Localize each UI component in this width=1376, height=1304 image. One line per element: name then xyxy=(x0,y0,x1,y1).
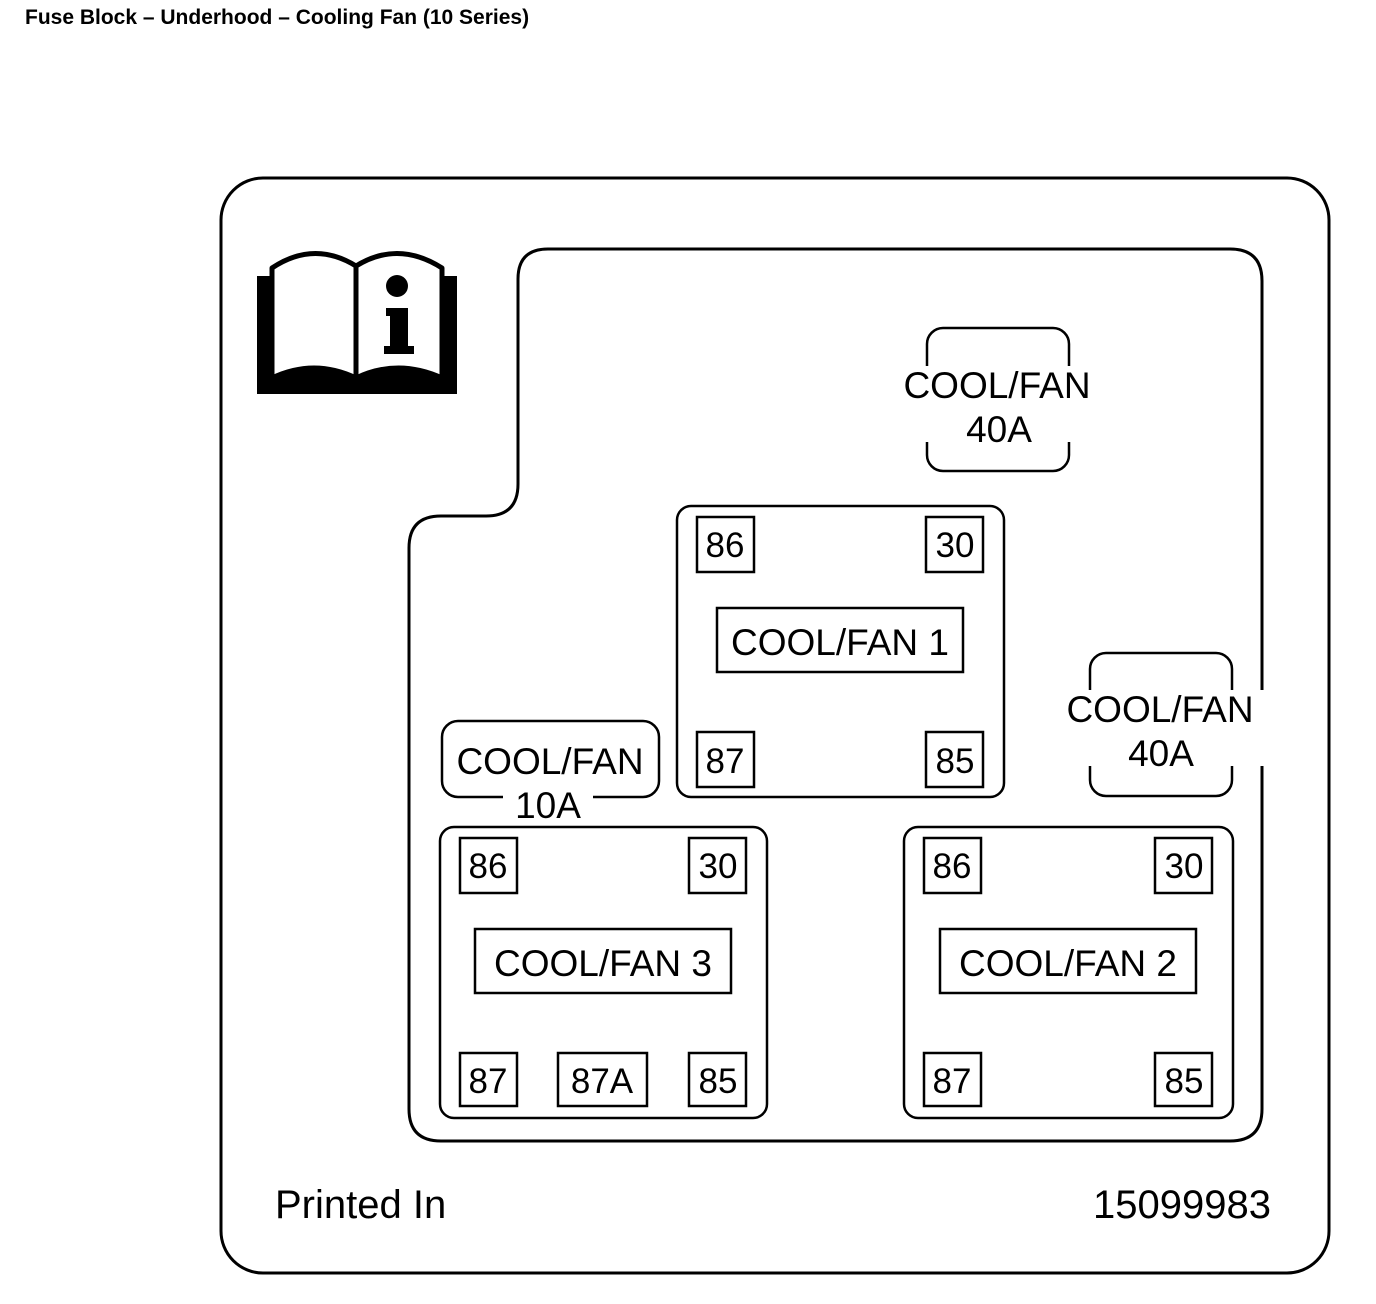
relay-terminal: 86 xyxy=(469,847,508,886)
relay-terminal: 85 xyxy=(1165,1062,1204,1101)
fuse-cool-fan-40a-right: COOL/FAN 40A xyxy=(1056,651,1264,798)
relay-cool-fan-2: 86 30 COOL/FAN 2 87 85 xyxy=(902,825,1235,1120)
relay-terminal: 87 xyxy=(706,742,745,781)
label-outer-border xyxy=(219,176,1331,1275)
fuse-rating: 40A xyxy=(966,409,1032,450)
relay-label: COOL/FAN 1 xyxy=(731,622,949,663)
relay-label: COOL/FAN 2 xyxy=(959,943,1177,984)
relay-terminal: 30 xyxy=(936,526,975,565)
relay-label: COOL/FAN 3 xyxy=(494,943,712,984)
relay-cool-fan-1: 86 30 COOL/FAN 1 87 85 xyxy=(675,504,1006,799)
relay-terminal: 85 xyxy=(936,742,975,781)
relay-terminal: 87 xyxy=(933,1062,972,1101)
relay-terminal: 30 xyxy=(1165,847,1204,886)
fuse-cool-fan-10a: COOL/FAN 10A xyxy=(440,719,661,826)
fuse-block-outline xyxy=(407,247,1264,1143)
book-info-icon xyxy=(257,251,457,394)
fuse-rating: 10A xyxy=(515,785,581,826)
relay-terminal: 30 xyxy=(699,847,738,886)
relay-cool-fan-3: 86 30 COOL/FAN 3 87 87A 85 xyxy=(438,825,769,1120)
relay-terminal: 86 xyxy=(706,526,745,565)
fuse-rating: 40A xyxy=(1128,733,1194,774)
footer-part-number: 15099983 xyxy=(1093,1183,1271,1227)
fuse-name: COOL/FAN xyxy=(1066,689,1253,730)
fuse-name: COOL/FAN xyxy=(456,741,643,782)
footer-printed-in: Printed In xyxy=(275,1183,446,1227)
relay-terminal: 87 xyxy=(469,1062,508,1101)
relay-terminal: 85 xyxy=(699,1062,738,1101)
relay-terminal: 87A xyxy=(571,1062,634,1101)
fuse-name: COOL/FAN xyxy=(903,365,1090,406)
relay-terminal: 86 xyxy=(933,847,972,886)
page-title: Fuse Block – Underhood – Cooling Fan (10… xyxy=(25,6,530,29)
fuse-cool-fan-40a-top: COOL/FAN 40A xyxy=(893,326,1101,473)
